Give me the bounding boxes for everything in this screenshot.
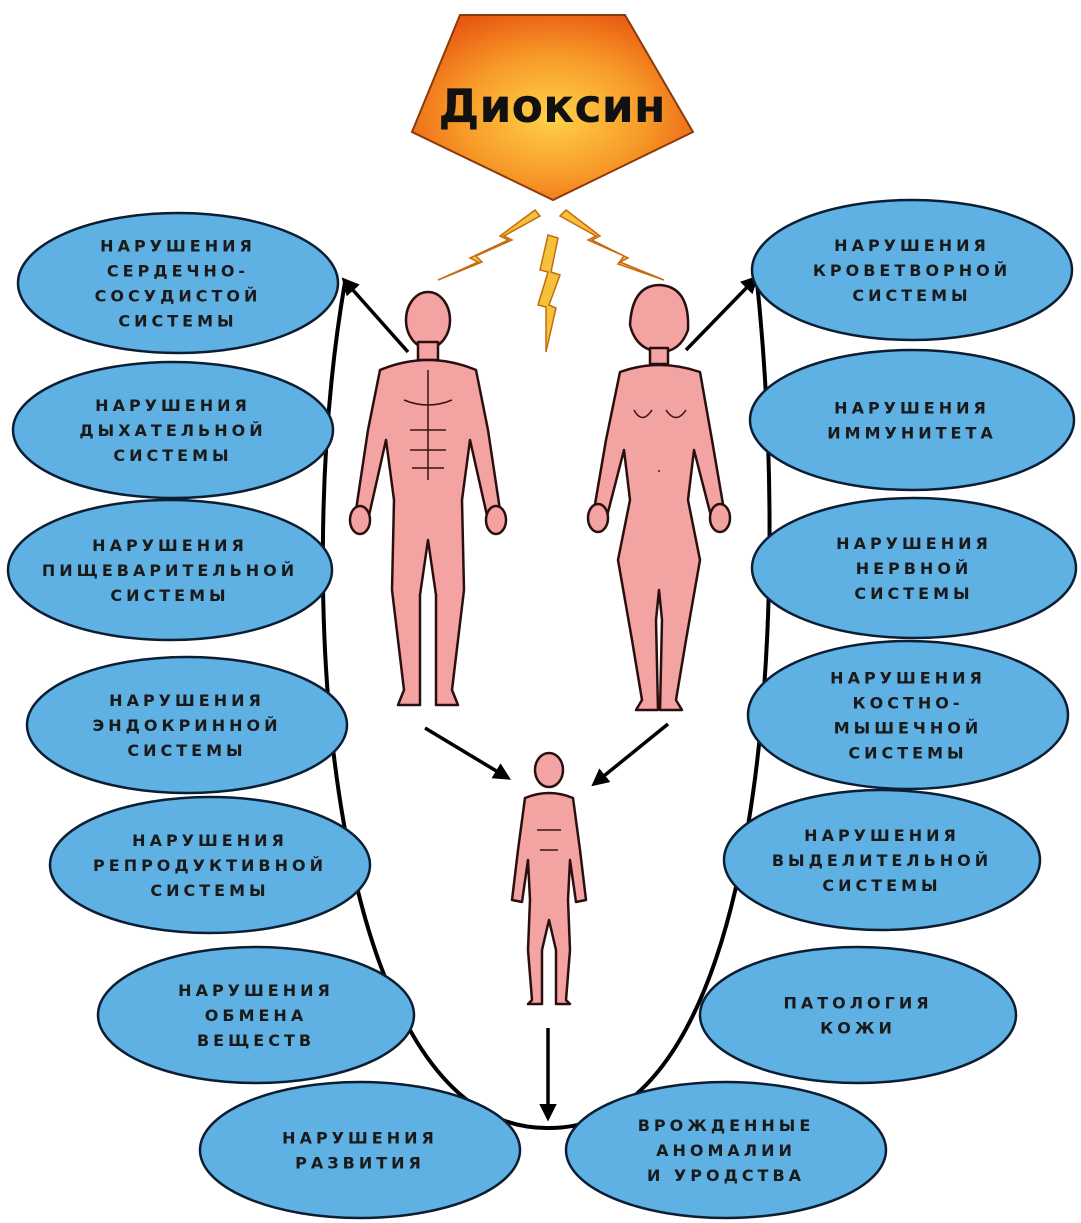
- left-oval-label-line: СИСТЕМЫ: [118, 312, 237, 331]
- left-oval-label-line: РЕПРОДУКТИВНОЙ: [93, 856, 327, 875]
- left-oval-label-line: ВЕЩЕСТВ: [197, 1031, 315, 1050]
- right-oval-label-line: МЫШЕЧНОЙ: [834, 719, 983, 738]
- left-oval-label-line: ПИЩЕВАРИТЕЛЬНОЙ: [42, 561, 298, 580]
- left-oval-1: НАРУШЕНИЯ СЕРДЕЧНО- СОСУДИСТОЙ СИСТЕМЫ: [18, 213, 338, 353]
- right-oval-6: ПАТОЛОГИЯ КОЖИ: [700, 947, 1016, 1083]
- left-oval-label-line: НАРУШЕНИЯ: [178, 981, 334, 1000]
- left-oval-label-line: НАРУШЕНИЯ: [132, 831, 288, 850]
- left-oval-3: НАРУШЕНИЯ ПИЩЕВАРИТЕЛЬНОЙ СИСТЕМЫ: [8, 500, 332, 640]
- left-oval-label-line: НАРУШЕНИЯ: [109, 691, 265, 710]
- right-oval-label-line: КОСТНО-: [853, 694, 964, 713]
- left-oval-label-line: ЭНДОКРИННОЙ: [93, 716, 282, 735]
- right-oval-shape: [748, 641, 1068, 789]
- right-oval-shape: [700, 947, 1016, 1083]
- right-oval-1: НАРУШЕНИЯ КРОВЕТВОРНОЙ СИСТЕМЫ: [752, 200, 1072, 340]
- right-oval-5: НАРУШЕНИЯ ВЫДЕЛИТЕЛЬНОЙ СИСТЕМЫ: [724, 790, 1040, 930]
- child-figure: [512, 753, 586, 1004]
- right-oval-label-line: ВЫДЕЛИТЕЛЬНОЙ: [772, 851, 992, 870]
- right-oval-shape: [750, 350, 1074, 490]
- left-oval-label-line: СИСТЕМЫ: [127, 741, 246, 760]
- male-figure: [350, 292, 506, 705]
- bolt-left-icon: [438, 210, 540, 280]
- left-oval-label-line: СИСТЕМЫ: [113, 446, 232, 465]
- arrow-woman-to-child: [594, 724, 668, 784]
- left-oval-6: НАРУШЕНИЯ ОБМЕНА ВЕЩЕСТВ: [98, 947, 414, 1083]
- right-oval-label-line: КОЖИ: [820, 1019, 896, 1038]
- left-oval-label-line: СИСТЕМЫ: [110, 586, 229, 605]
- left-oval-shape: [200, 1082, 520, 1218]
- left-oval-4: НАРУШЕНИЯ ЭНДОКРИННОЙ СИСТЕМЫ: [27, 657, 347, 793]
- right-oval-label-line: ВРОЖДЕННЫЕ: [638, 1116, 815, 1135]
- female-figure: [588, 285, 730, 710]
- right-oval-4: НАРУШЕНИЯ КОСТНО- МЫШЕЧНОЙ СИСТЕМЫ: [748, 641, 1068, 789]
- left-oval-label-line: НАРУШЕНИЯ: [282, 1129, 438, 1148]
- right-oval-7: ВРОЖДЕННЫЕ АНОМАЛИИ И УРОДСТВА: [566, 1082, 886, 1218]
- left-oval-5: НАРУШЕНИЯ РЕПРОДУКТИВНОЙ СИСТЕМЫ: [50, 797, 370, 933]
- left-oval-7: НАРУШЕНИЯ РАЗВИТИЯ: [200, 1082, 520, 1218]
- arrow-to-top-left: [344, 280, 408, 352]
- left-oval-label-line: НАРУШЕНИЯ: [100, 237, 256, 256]
- right-oval-label-line: НАРУШЕНИЯ: [830, 669, 986, 688]
- right-oval-label-line: СИСТЕМЫ: [848, 744, 967, 763]
- right-oval-label-line: СИСТЕМЫ: [822, 876, 941, 895]
- left-oval-shape: [18, 213, 338, 353]
- right-oval-label-line: ПАТОЛОГИЯ: [783, 994, 932, 1013]
- right-oval-label-line: ИММУНИТЕТА: [827, 424, 997, 443]
- title-text: Диоксин: [438, 79, 665, 133]
- right-oval-3: НАРУШЕНИЯ НЕРВНОЙ СИСТЕМЫ: [752, 498, 1076, 638]
- right-oval-label-line: АНОМАЛИИ: [656, 1141, 796, 1160]
- left-oval-label-line: НАРУШЕНИЯ: [92, 536, 248, 555]
- left-oval-label-line: СОСУДИСТОЙ: [95, 287, 262, 306]
- right-oval-label-line: НАРУШЕНИЯ: [804, 826, 960, 845]
- left-oval-2: НАРУШЕНИЯ ДЫХАТЕЛЬНОЙ СИСТЕМЫ: [13, 362, 333, 498]
- right-oval-2: НАРУШЕНИЯ ИММУНИТЕТА: [750, 350, 1074, 490]
- arrow-to-top-right: [686, 278, 756, 350]
- right-oval-label-line: СИСТЕМЫ: [854, 584, 973, 603]
- arrow-man-to-child: [425, 728, 508, 778]
- left-oval-label-line: РАЗВИТИЯ: [295, 1154, 425, 1173]
- right-oval-label-line: НАРУШЕНИЯ: [836, 534, 992, 553]
- right-oval-label-line: КРОВЕТВОРНОЙ: [813, 261, 1011, 280]
- right-oval-label-line: НАРУШЕНИЯ: [834, 399, 990, 418]
- left-oval-label-line: СИСТЕМЫ: [150, 881, 269, 900]
- bolt-center-icon: [538, 235, 560, 352]
- lightning-bolts: [438, 210, 664, 352]
- right-oval-label-line: НЕРВНОЙ: [856, 559, 973, 578]
- right-oval-label-line: НАРУШЕНИЯ: [834, 236, 990, 255]
- dioxin-hexagon: Диоксин: [412, 15, 693, 200]
- left-oval-label-line: ДЫХАТЕЛЬНОЙ: [79, 421, 266, 440]
- right-oval-label-line: СИСТЕМЫ: [852, 286, 971, 305]
- bolt-right-icon: [560, 210, 664, 280]
- left-oval-label-line: НАРУШЕНИЯ: [95, 396, 251, 415]
- right-oval-label-line: И УРОДСТВА: [647, 1166, 805, 1185]
- left-oval-label-line: ОБМЕНА: [205, 1006, 307, 1025]
- left-oval-label-line: СЕРДЕЧНО-: [107, 262, 249, 281]
